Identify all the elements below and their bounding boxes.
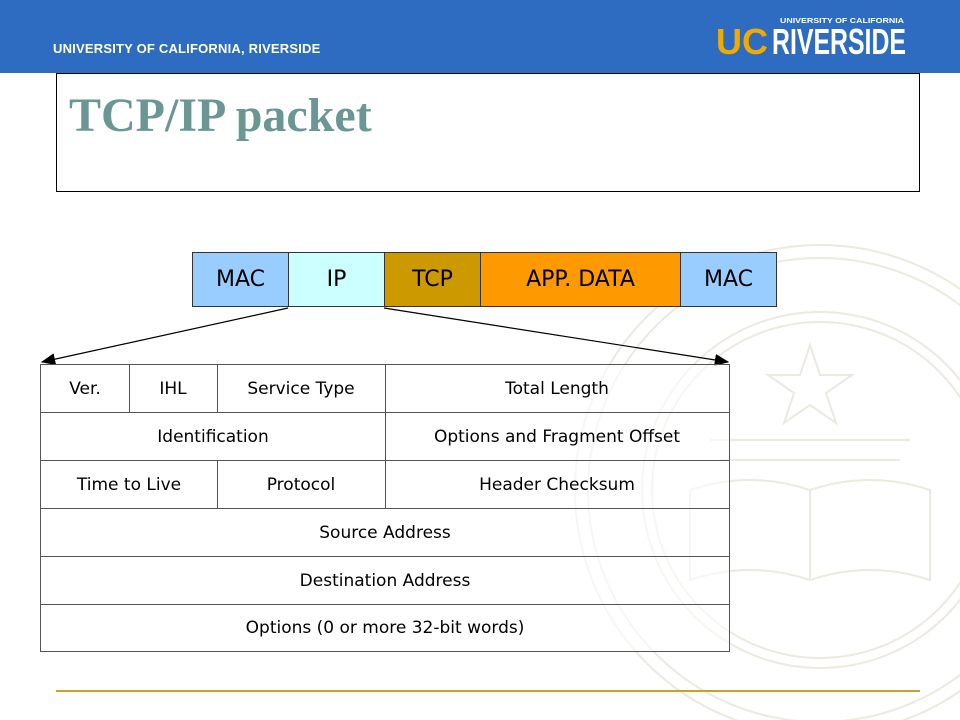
packet-segment-label: MAC xyxy=(215,267,265,292)
field-ihl: IHL xyxy=(159,378,187,399)
field-service-type: Service Type xyxy=(247,378,355,399)
field-identification: Identification xyxy=(157,426,269,447)
packet-segment-mac-start: MAC xyxy=(192,252,289,307)
header-bar: UNIVERSITY OF CALIFORNIA, RIVERSIDE UC R… xyxy=(0,0,960,73)
logo-riverside: RIVERSIDE xyxy=(772,21,906,60)
field-total-length: Total Length xyxy=(505,378,609,399)
packet-segment-label: MAC xyxy=(703,267,753,292)
field-header-checksum: Header Checksum xyxy=(479,474,635,495)
packet-segment-label: IP xyxy=(326,267,347,292)
packet-segment-app-data: APP. DATA xyxy=(480,252,681,307)
field-protocol: Protocol xyxy=(266,474,336,495)
packet-segment-label: APP. DATA xyxy=(526,267,635,292)
field-fragment-offset: Options and Fragment Offset xyxy=(433,426,681,447)
field-destination-address: Destination Address xyxy=(299,570,471,591)
field-time-to-live: Time to Live xyxy=(76,474,182,495)
title-box: TCP/IP packet xyxy=(56,73,920,192)
packet-segment-mac-end: MAC xyxy=(680,252,777,307)
ip-header-table: Ver. IHL Service Type Total Length Ident… xyxy=(40,364,730,652)
field-options: Options (0 or more 32-bit words) xyxy=(245,618,525,638)
packet-segment-tcp: TCP xyxy=(384,252,481,307)
packet-segment-ip: IP xyxy=(288,252,385,307)
footer-divider xyxy=(56,690,920,692)
ucr-logo: UC RIVERSIDE UNIVERSITY OF CALIFORNIA xyxy=(716,16,906,60)
logo-uc: UC xyxy=(716,21,768,60)
field-version: Ver. xyxy=(69,378,101,399)
logo-small-text: UNIVERSITY OF CALIFORNIA xyxy=(780,16,905,25)
packet-segment-label: TCP xyxy=(412,267,453,292)
slide-title: TCP/IP packet xyxy=(69,89,372,142)
arrow-right xyxy=(383,307,730,366)
arrow-left xyxy=(40,307,289,366)
field-source-address: Source Address xyxy=(319,522,451,543)
institution-name: UNIVERSITY OF CALIFORNIA, RIVERSIDE xyxy=(53,41,321,56)
